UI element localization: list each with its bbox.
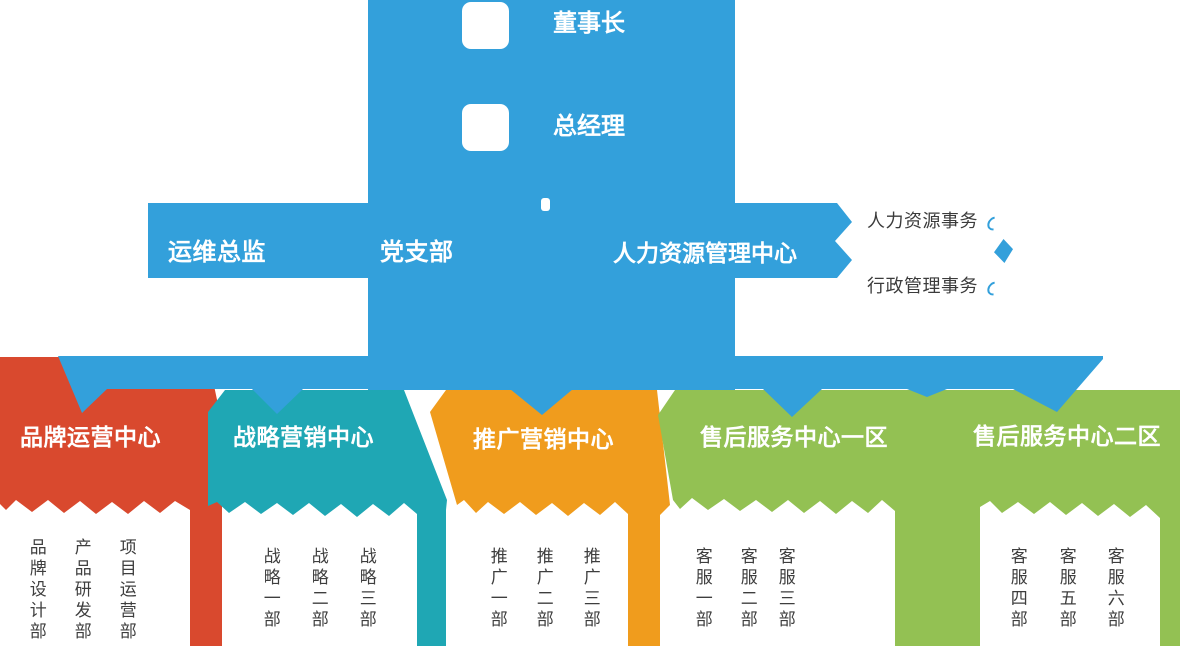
department-label: 推广二部 [533, 547, 553, 631]
hr-affairs-label: 人力资源事务 [867, 211, 978, 231]
chairman-label: 董事长 [553, 10, 625, 37]
department-label: 战略一部 [260, 547, 280, 631]
comma-mark-icon [984, 278, 1004, 299]
column-tick-icon [541, 198, 550, 211]
department-label: 客服一部 [692, 547, 712, 631]
department-label: 客服三部 [775, 547, 795, 631]
center-title-brand: 品牌运营中心 [20, 424, 161, 450]
department-label: 项目运营部 [116, 538, 136, 643]
center-title-aftersales-2: 售后服务中心二区 [973, 423, 1161, 449]
department-label: 客服四部 [1007, 547, 1027, 631]
department-label: 推广三部 [580, 547, 600, 631]
department-label: 客服二部 [737, 547, 757, 631]
middle-ribbon-bar [148, 203, 852, 278]
center-title-strategy: 战略营销中心 [233, 424, 374, 450]
center-title-aftersales-1: 售后服务中心一区 [700, 424, 888, 450]
department-label: 战略二部 [308, 547, 328, 631]
department-label: 客服六部 [1104, 547, 1124, 631]
diamond-icon [994, 239, 1013, 263]
party-branch-label: 党支部 [380, 239, 454, 266]
department-label: 客服五部 [1056, 547, 1076, 631]
general-manager-label: 总经理 [553, 113, 625, 140]
ops-director-label: 运维总监 [168, 239, 266, 266]
chairman-icon-box [462, 2, 509, 49]
admin-affairs-label: 行政管理事务 [867, 276, 978, 296]
department-label: 战略三部 [356, 547, 376, 631]
department-label: 产品研发部 [71, 538, 91, 643]
department-label: 推广一部 [487, 547, 507, 631]
hr-center-label: 人力资源管理中心 [613, 240, 797, 266]
department-label: 品牌设计部 [26, 538, 46, 643]
comma-mark-icon [984, 213, 1004, 234]
main-vertical-column [368, 0, 735, 390]
center-title-promotion: 推广营销中心 [473, 426, 614, 452]
general-manager-icon-box [462, 104, 509, 151]
